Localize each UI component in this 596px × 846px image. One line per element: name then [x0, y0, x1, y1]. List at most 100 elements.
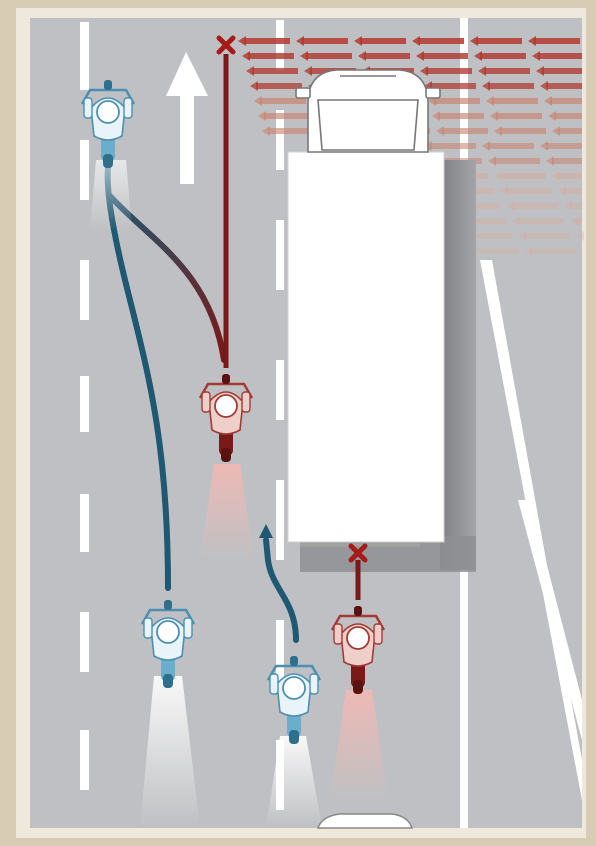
beam-red-2 — [330, 690, 388, 800]
safe-rider — [266, 656, 322, 744]
blind-spot-band — [438, 113, 484, 119]
blind-spot-band — [360, 38, 406, 44]
blind-spot-arrowhead — [546, 156, 554, 166]
blind-spot-arrowhead — [416, 51, 424, 61]
beam-blue-1 — [90, 160, 132, 230]
blind-spot-arrowhead — [552, 171, 560, 181]
blind-spot-arrowhead — [512, 216, 520, 226]
lane-dash — [80, 260, 89, 320]
rider-arm — [83, 97, 93, 119]
blind-spot-arrowhead — [432, 111, 440, 121]
blind-spot-arrowhead — [246, 66, 254, 76]
blind-spot-arrowhead — [478, 66, 486, 76]
blind-spot-band — [494, 158, 540, 164]
blind-spot-arrowhead — [528, 36, 536, 46]
blind-spot-arrowhead — [358, 51, 366, 61]
blind-spot-band — [550, 98, 582, 104]
blind-spot-arrowhead — [482, 141, 490, 151]
safe-rider — [140, 600, 196, 688]
lane-dash — [80, 730, 89, 790]
blind-spot-band — [512, 203, 558, 209]
blind-spot-arrowhead — [532, 51, 540, 61]
up-arrow-icon — [166, 52, 208, 184]
blind-spot-arrowhead — [300, 51, 308, 61]
blind-spot-arrowhead — [500, 186, 508, 196]
rider-arm — [201, 391, 211, 413]
blind-spot-band — [480, 53, 526, 59]
left-lane-dashes — [80, 22, 89, 790]
blind-spot-arrowhead — [412, 36, 420, 46]
blind-spot-arrowhead — [494, 171, 502, 181]
rear-wheel — [163, 674, 173, 688]
blind-spot-arrowhead — [242, 51, 250, 61]
rear-wheel — [353, 680, 363, 694]
blind-spot-arrowhead — [490, 111, 498, 121]
blind-spot-band — [418, 38, 464, 44]
blind-spot-band — [484, 68, 530, 74]
blind-spot-band — [488, 143, 534, 149]
blind-spot-arrowhead — [474, 51, 482, 61]
helmet — [282, 676, 306, 700]
blind-spot-band — [268, 128, 314, 134]
blind-spot-arrowhead — [296, 36, 304, 46]
blind-spot-band — [434, 98, 480, 104]
blind-spot-arrowhead — [540, 81, 548, 91]
blind-spot-band — [306, 53, 352, 59]
blind-spot-band — [500, 128, 546, 134]
blind-spot-band — [534, 38, 580, 44]
helmet — [214, 394, 238, 418]
lane-dash — [276, 110, 284, 170]
blind-spot-arrowhead — [238, 36, 246, 46]
lane-dash — [80, 22, 89, 90]
blind-spot-band — [442, 128, 488, 134]
blind-spot-arrowhead — [576, 231, 584, 241]
helmet — [156, 620, 180, 644]
blind-spot-band — [564, 188, 582, 194]
lane-dash — [276, 360, 284, 420]
beam-red-1 — [200, 464, 254, 560]
blind-spot-band — [500, 173, 546, 179]
blind-spot-arrowhead — [564, 201, 572, 211]
blind-spot-band — [546, 83, 582, 89]
blind-spot-band — [518, 218, 564, 224]
blind-spot-band — [244, 38, 290, 44]
blind-spot-band — [466, 233, 512, 239]
blind-spot-band — [476, 38, 522, 44]
blind-spot-band — [554, 113, 582, 119]
blue-path-arrow-tip — [259, 524, 273, 538]
rider-arm — [269, 673, 279, 695]
blind-spot-band — [252, 68, 298, 74]
rider-arm — [183, 617, 193, 639]
blind-spot-band — [576, 218, 582, 224]
blind-spot-arrowhead — [486, 96, 494, 106]
x-mark — [216, 35, 368, 563]
blind-spot-arrowhead — [524, 246, 532, 256]
blind-spot-band — [558, 173, 582, 179]
beam-blue-2 — [140, 676, 200, 828]
blind-spot-arrowhead — [558, 186, 566, 196]
blind-spot-arrowhead — [518, 231, 526, 241]
riders — [80, 80, 386, 744]
blind-spot-band — [538, 53, 582, 59]
blind-spot-band — [530, 248, 576, 254]
blind-spot-band — [472, 248, 518, 254]
rider-arm — [373, 623, 383, 645]
front-wheel — [354, 606, 362, 616]
blind-spot-band — [488, 83, 534, 89]
rider-arm — [309, 673, 319, 695]
truck-shadow — [440, 160, 476, 570]
blind-spot-arrowhead — [254, 96, 262, 106]
blind-spot-arrowhead — [420, 66, 428, 76]
blind-spot-arrowhead — [540, 141, 548, 151]
blind-spot-arrowhead — [482, 81, 490, 91]
blind-spot-arrowhead — [250, 81, 258, 91]
truck-trailer — [287, 151, 445, 543]
lane-dash — [276, 620, 284, 690]
danger-rider — [330, 606, 386, 694]
blind-spot-arrowhead — [262, 126, 270, 136]
helmet — [346, 626, 370, 650]
blind-spot-band — [256, 83, 302, 89]
blind-spot-band — [542, 68, 582, 74]
